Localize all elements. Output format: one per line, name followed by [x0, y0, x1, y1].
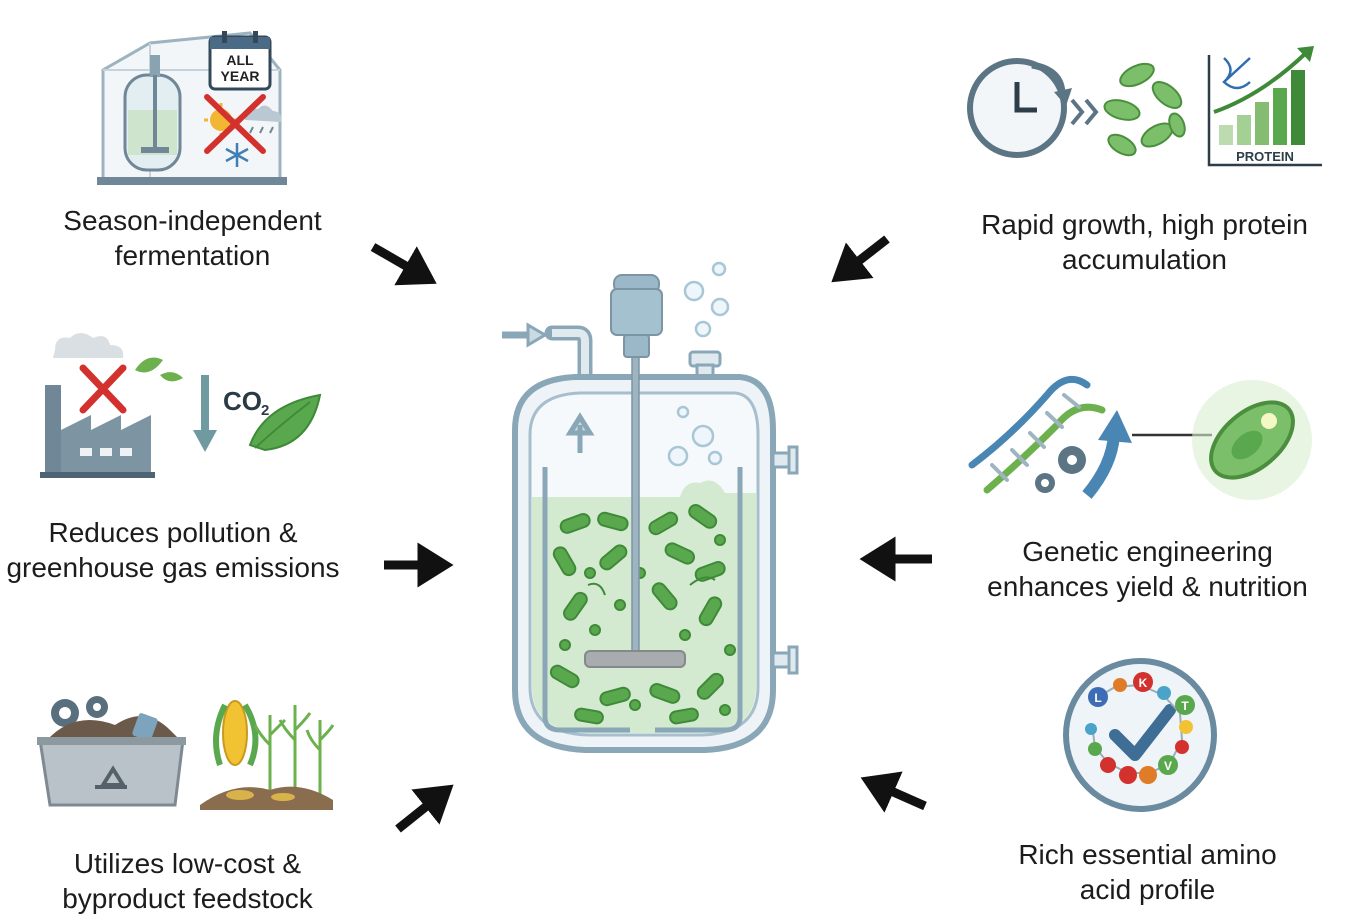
microbe-cell-icon [1209, 400, 1295, 480]
label-line: Utilizes low-cost & [73, 848, 302, 879]
calendar-badge-line2: YEAR [221, 68, 260, 84]
clock-icon [967, 58, 1072, 158]
amino-bead-L: L [1094, 691, 1101, 705]
label-line: Rich essential amino [1018, 839, 1277, 870]
arrow-feedstock [395, 784, 454, 833]
label-line: enhances yield & nutrition [987, 571, 1308, 602]
can-icon [132, 713, 158, 741]
arrow-growth [831, 235, 890, 283]
corn-stalks-icon [253, 705, 335, 800]
snowflake-icon [225, 143, 249, 167]
arrow-amino [860, 771, 927, 813]
amino-bead-chain: L K T V [1085, 672, 1195, 784]
co2-subscript: 2 [261, 402, 269, 419]
gas-bubbles [667, 261, 730, 467]
motor-icon [610, 274, 663, 358]
amino-bead-K: K [1139, 676, 1148, 690]
curved-up-arrow-icon [1082, 434, 1120, 499]
greenhouse-calendar-icon: ALL YEAR [97, 31, 287, 185]
label-line: Season-independent [63, 205, 322, 236]
calendar-icon: ALL YEAR [208, 31, 272, 91]
label-line: byproduct feedstock [62, 883, 313, 914]
impeller-blade [584, 650, 686, 668]
protein-chart-icon: PROTEIN [1207, 46, 1322, 167]
inlet-arrow-icon [502, 322, 548, 348]
recycling-bin-icon [37, 737, 186, 807]
bioreactor [502, 261, 799, 753]
dna-helix-icon [968, 375, 1106, 494]
upflow-arrow-icon [565, 412, 595, 453]
bacteria-cluster-icon [1103, 62, 1186, 157]
label-season-independent: Season-independent fermentation [40, 203, 345, 273]
co2-label: CO [223, 386, 262, 416]
label-line: Reduces pollution & [48, 517, 298, 548]
baffle-right [655, 467, 743, 733]
double-chevron-icon [1070, 98, 1099, 126]
pollution-cross-icon [79, 364, 127, 414]
growth-protein-icon: PROTEIN [967, 46, 1322, 167]
amino-bead-V: V [1164, 759, 1172, 773]
label-line: greenhouse gas emissions [6, 552, 340, 583]
factory-icon [40, 385, 155, 478]
label-rapid-growth: Rapid growth, high protein accumulation [962, 207, 1327, 277]
label-line: Rapid growth, high protein [981, 209, 1308, 240]
waste-crops-icon [37, 696, 335, 810]
amino-acid-badge-icon: L K T V [1063, 658, 1217, 812]
arrow-season [370, 243, 437, 286]
cross-icon [204, 94, 266, 154]
check-icon [1109, 704, 1176, 761]
gears-icon [1035, 446, 1086, 493]
factory-co2-icon: CO 2 [40, 333, 322, 478]
label-line: Genetic engineering [1022, 536, 1273, 567]
label-line: acid profile [1079, 874, 1216, 905]
label-genetic-engineering: Genetic engineering enhances yield & nut… [970, 534, 1325, 604]
label-line: accumulation [1062, 244, 1227, 275]
gears-icon [51, 696, 108, 727]
baffle-left [542, 467, 630, 733]
protein-label: PROTEIN [1236, 149, 1294, 164]
calendar-badge-line1: ALL [226, 52, 254, 68]
side-port-lower [771, 645, 799, 675]
amino-bead-T: T [1181, 699, 1189, 713]
label-line: fermentation [114, 240, 271, 271]
impeller-shaft [631, 354, 640, 661]
fermenter-tank-icon [123, 55, 182, 172]
inlet-pipe [544, 325, 593, 388]
label-amino-acid-profile: Rich essential amino acid profile [995, 837, 1300, 907]
label-reduces-pollution: Reduces pollution & greenhouse gas emiss… [0, 515, 346, 585]
dna-cell-icon [968, 375, 1312, 500]
leaf-small-icon [135, 357, 183, 382]
co2-down-arrow-icon: CO 2 [193, 375, 269, 452]
side-port-upper [771, 445, 799, 475]
corn-icon [213, 700, 259, 767]
label-utilizes-feedstock: Utilizes low-cost & byproduct feedstock [40, 846, 335, 916]
culture-liquid [532, 480, 756, 733]
